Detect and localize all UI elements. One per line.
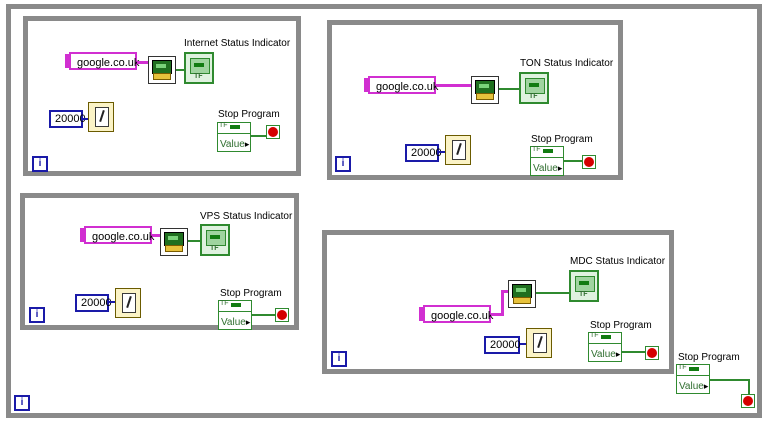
outer-stop-wire-v <box>748 379 750 395</box>
ton-url-constant[interactable]: google.co.uk <box>364 76 438 94</box>
wait-timer-icon[interactable] <box>88 102 114 132</box>
outer-stop-label: Stop Program <box>678 352 740 363</box>
ping-subvi-icon[interactable] <box>148 56 176 84</box>
ton-wait-constant[interactable]: 20000 <box>405 144 442 162</box>
stop-button-icon[interactable] <box>275 308 289 322</box>
ton-wait-wire <box>439 151 445 153</box>
internet-wait-wire <box>83 118 88 120</box>
outer-stop-value: Value <box>679 381 708 392</box>
internet-stop-control[interactable]: Value <box>217 122 251 152</box>
internet-url-constant[interactable]: google.co.uk <box>65 52 139 70</box>
internet-status-wire <box>176 69 184 71</box>
ton-status-indicator-label: TON Status Indicator <box>520 58 614 69</box>
internet-stop-wire <box>251 135 267 137</box>
loop-internet-iteration-terminal: i <box>32 156 48 172</box>
ping-subvi-icon[interactable] <box>508 280 536 308</box>
mdc-url-wire-h2 <box>501 290 509 293</box>
mdc-wait-constant[interactable]: 20000 <box>484 336 521 354</box>
vps-url-constant[interactable]: google.co.uk <box>80 226 154 244</box>
loop-ton-iteration-terminal: i <box>335 156 351 172</box>
outer-stop-wire-h <box>710 379 749 381</box>
stop-button-icon[interactable] <box>582 155 596 169</box>
mdc-stop-value: Value <box>591 349 620 360</box>
while-loop-ton <box>327 20 623 180</box>
stop-button-icon[interactable] <box>645 346 659 360</box>
vps-stop-value: Value <box>221 317 250 328</box>
vps-wait-wire <box>109 301 115 303</box>
vps-stop-control[interactable]: Value <box>218 300 252 330</box>
internet-stop-value: Value <box>220 139 249 150</box>
loop-mdc-iteration-terminal: i <box>331 351 347 367</box>
outer-stop-control[interactable]: Value <box>676 364 710 394</box>
mdc-stop-label: Stop Program <box>590 320 652 331</box>
mdc-stop-wire <box>622 351 646 353</box>
stop-button-icon[interactable] <box>266 125 280 139</box>
ton-url-wire <box>436 84 472 87</box>
ping-subvi-icon[interactable] <box>471 76 499 104</box>
internet-wait-constant[interactable]: 20000 <box>49 110 86 128</box>
vps-wait-constant[interactable]: 20000 <box>75 294 112 312</box>
ton-stop-value: Value <box>533 163 562 174</box>
mdc-status-indicator-label: MDC Status Indicator <box>570 256 666 267</box>
ton-status-wire <box>499 88 519 90</box>
internet-status-indicator-icon[interactable]: TF <box>184 52 214 84</box>
loop-vps-iteration-terminal: i <box>29 307 45 323</box>
mdc-wait-wire <box>520 343 526 345</box>
vps-status-indicator-icon[interactable]: TF <box>200 224 230 256</box>
vps-status-indicator-label: VPS Status Indicator <box>200 211 293 222</box>
wait-timer-icon[interactable] <box>445 135 471 165</box>
ping-subvi-icon[interactable] <box>160 228 188 256</box>
vps-url-wire <box>152 234 161 237</box>
vps-status-wire <box>188 240 200 242</box>
mdc-stop-control[interactable]: Value <box>588 332 622 362</box>
internet-stop-label: Stop Program <box>218 109 280 120</box>
vps-stop-label: Stop Program <box>220 288 282 299</box>
ton-stop-wire <box>564 160 582 162</box>
ton-stop-label: Stop Program <box>531 134 593 145</box>
while-loop-vps <box>20 193 299 330</box>
mdc-url-wire-h <box>491 313 503 316</box>
wait-timer-icon[interactable] <box>526 328 552 358</box>
stop-button-icon[interactable] <box>741 394 755 408</box>
mdc-url-constant[interactable]: google.co.uk <box>419 305 493 323</box>
ton-status-indicator-icon[interactable]: TF <box>519 72 549 104</box>
mdc-url-wire-v <box>501 290 504 316</box>
internet-status-indicator-label: Internet Status Indicator <box>184 38 291 49</box>
while-loop-internet <box>23 16 301 176</box>
outer-loop-iteration-terminal: i <box>14 395 30 411</box>
wait-timer-icon[interactable] <box>115 288 141 318</box>
internet-url-wire <box>137 61 150 64</box>
vps-stop-wire <box>252 314 276 316</box>
ton-stop-control[interactable]: Value <box>530 146 564 176</box>
mdc-status-indicator-icon[interactable]: TF <box>569 270 599 302</box>
mdc-status-wire <box>536 292 570 294</box>
